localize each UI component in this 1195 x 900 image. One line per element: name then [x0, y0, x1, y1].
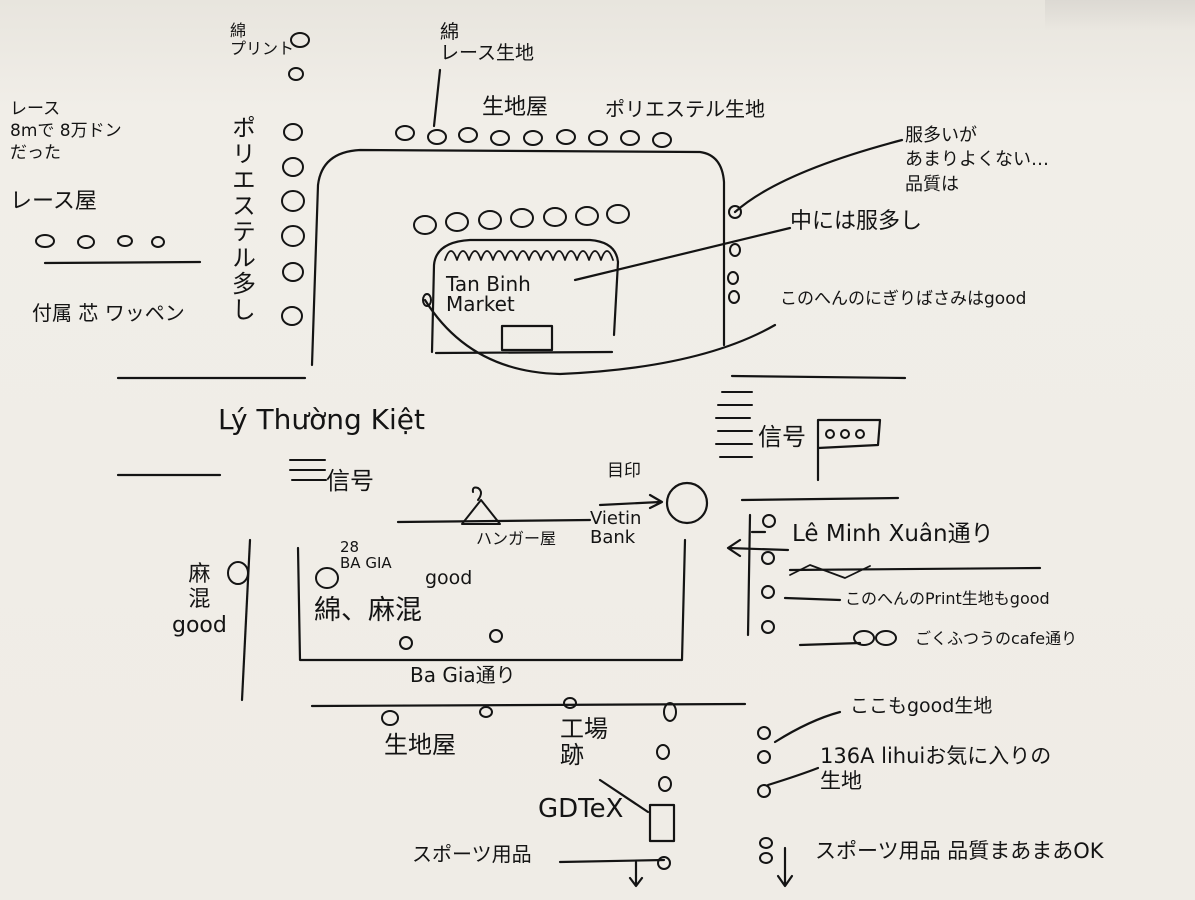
label-signal-left: 信号	[326, 467, 374, 495]
shop136-pointer	[766, 766, 820, 787]
label-notions: 付属 芯 ワッペン	[32, 301, 185, 325]
label-factory-ruins: 工場 跡	[560, 715, 608, 770]
down-arrow-left	[628, 860, 644, 888]
label-polyester-many: ポリエステル多し	[227, 115, 256, 323]
label-fabric-shops-bottom: 生地屋	[384, 731, 456, 759]
label-gdtex: GDTeX	[538, 794, 624, 824]
road-right-top	[730, 374, 907, 380]
label-polyester-fabric: ポリエステル生地	[605, 97, 765, 121]
label-sports-quality: スポーツ用品 品質まあまあOK	[815, 839, 1104, 863]
label-fabric-shops: 生地屋	[482, 95, 549, 120]
label-sports-goods-left: スポーツ用品	[412, 842, 532, 866]
sports-road	[558, 858, 666, 864]
signal-hatch-right	[715, 391, 753, 458]
ba-gia-road-bottom	[310, 702, 747, 708]
label-cafe-street: ごくふつうのcafe通り	[915, 629, 1078, 648]
ba-gia-block	[296, 538, 687, 662]
vietin-arrow	[598, 493, 664, 510]
label-clothes-note: 服多いが あまりよくない… 品質は	[905, 125, 1049, 195]
market-roof-arches	[444, 250, 614, 261]
shop-circles	[35, 32, 897, 870]
inside-pointer	[573, 226, 792, 282]
gdtex-box	[648, 803, 676, 843]
down-arrow-right	[776, 846, 794, 888]
label-cotton-lace-fabric: 綿 レース生地	[440, 21, 535, 64]
hanger-icon	[461, 486, 501, 525]
label-market-name: Tan Binh Market	[446, 272, 531, 316]
label-shop-136a: 136A lihuiお気に入りの 生地	[820, 744, 1052, 794]
signal-flag	[816, 418, 882, 482]
market-block-outline	[310, 148, 726, 367]
label-lace-shop: レース屋	[10, 189, 97, 214]
road-hanger-line	[396, 518, 592, 524]
label-street-le-minh-xuan: Lê Minh Xuân通り	[792, 521, 994, 547]
label-cotton-linen: 綿、麻混	[314, 595, 422, 626]
label-ba-gia-28: 28 BA GIA	[340, 538, 392, 572]
label-good-fabric-here: ここもgood生地	[850, 695, 993, 717]
cotton-lace-pointer	[432, 68, 442, 128]
label-linen-blend-good: 麻 混 good	[172, 562, 227, 638]
lace-shop-underline	[43, 260, 202, 265]
scissors-pointer	[423, 298, 777, 376]
road-right-mid	[740, 496, 900, 502]
cafe-line	[798, 641, 862, 647]
print-pointer	[783, 596, 842, 602]
linen-road-left	[240, 538, 252, 702]
label-landmark: 目印	[607, 461, 641, 481]
label-print-cotton: 綿 プリント	[230, 21, 295, 58]
label-hanger-shop: ハンガー屋	[476, 529, 557, 548]
label-street-ba-gia: Ba Gia通り	[410, 663, 516, 687]
market-base-line	[434, 350, 614, 355]
factory-pointer	[598, 778, 650, 814]
le-minh-xuan-arrow	[726, 538, 790, 558]
signal-hatch-left	[289, 459, 327, 481]
label-lace-price: レース 8mで 8万ドン だった	[10, 99, 122, 164]
label-print-fabric-good: このへんのPrint生地もgood	[845, 589, 1050, 608]
good-fabric-pointer	[773, 710, 842, 744]
label-vietin-bank: Vietin Bank	[590, 508, 642, 548]
label-inside-clothes: 中には服多し	[790, 209, 923, 234]
vietin-bank-marker	[665, 481, 709, 525]
clothes-pointer	[733, 138, 904, 214]
le-minh-xuan-road	[746, 513, 752, 637]
label-signal-right: 信号	[758, 423, 806, 451]
market-entrance	[500, 324, 554, 352]
le-minh-xuan-underline	[788, 566, 1042, 572]
market-inner-building	[430, 238, 620, 354]
le-minh-xuan-hatch	[789, 564, 871, 579]
label-good-1: good	[425, 567, 473, 589]
label-street-ly-thuong-kiet: Lý Thường Kiệt	[218, 403, 425, 436]
label-scissors-note: このへんのにぎりばさみはgood	[780, 289, 1027, 309]
